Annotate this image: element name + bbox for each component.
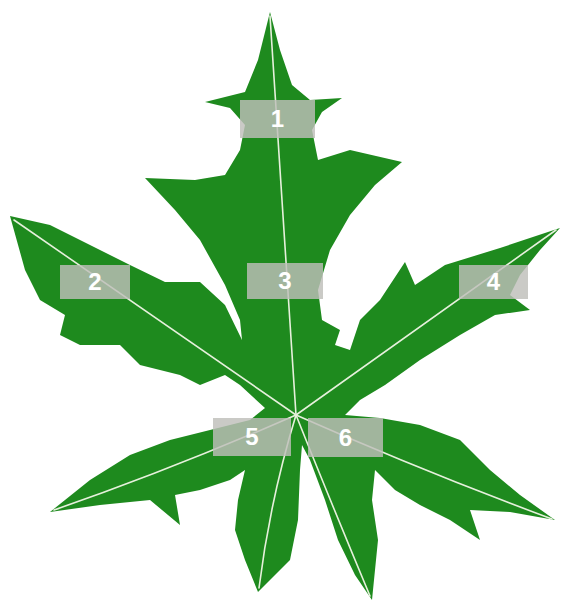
vein bbox=[296, 415, 552, 519]
callout-number: 2 bbox=[60, 265, 130, 299]
vein bbox=[14, 220, 296, 415]
callout-number: 4 bbox=[459, 265, 528, 299]
vein bbox=[54, 415, 296, 510]
callout-number: 5 bbox=[213, 418, 291, 456]
callout-number: 1 bbox=[240, 100, 315, 138]
leaf-veins bbox=[14, 16, 556, 596]
callout-number: 3 bbox=[247, 263, 323, 299]
leaf-blade bbox=[10, 12, 560, 600]
vein bbox=[270, 16, 296, 415]
vein bbox=[296, 230, 556, 415]
callout-number: 6 bbox=[308, 418, 383, 457]
